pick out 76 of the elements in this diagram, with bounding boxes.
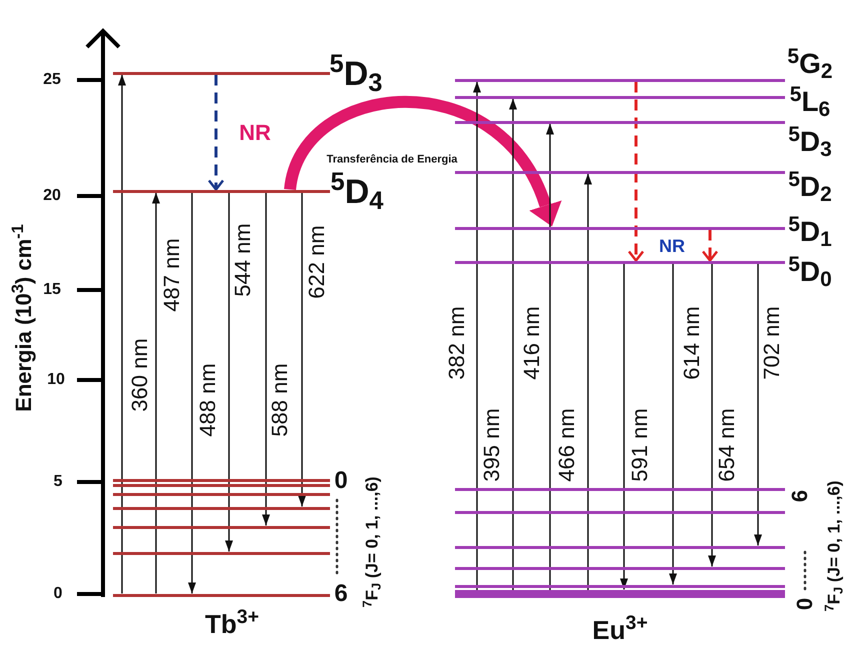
- transition-arrow: [754, 264, 762, 546]
- edge-label: 416 nm: [521, 306, 543, 380]
- tick-label: 10: [47, 372, 65, 388]
- dashed-arrow: [702, 230, 718, 262]
- level-label: $^{5}$D$_{4}$: [330, 175, 384, 209]
- transition-arrow: [669, 264, 677, 584]
- energy-level-line: [455, 488, 785, 490]
- level-label: $^{5}$L$_{6}$: [790, 88, 830, 116]
- edge-label: 588 nm: [269, 363, 291, 437]
- tick-label: 15: [43, 282, 61, 298]
- ion-label: Tb$^{3+}$: [205, 611, 259, 637]
- transition-arrow: [509, 98, 517, 592]
- transition-arrow: [708, 264, 716, 566]
- transition-arrow: [620, 264, 628, 590]
- edge-label: 488 nm: [197, 363, 219, 437]
- edge-label: 614 nm: [681, 306, 703, 380]
- edge-label: 487 nm: [161, 238, 183, 312]
- level-label: 6: [789, 490, 811, 502]
- energy-level-line: [113, 526, 330, 528]
- dashed-arrow: [628, 82, 644, 262]
- tick-label: 5: [54, 474, 62, 490]
- level-label: $^{5}$D$_{0}$: [788, 258, 832, 286]
- energy-level-line: [455, 170, 785, 174]
- edge-label: 360 nm: [129, 338, 151, 412]
- energy-level-line: [113, 190, 330, 192]
- energy-level-line: [455, 226, 785, 230]
- energy-level-line: [455, 566, 785, 570]
- energy-level-line: [455, 590, 785, 592]
- transition-arrow: [118, 74, 126, 594]
- energy-level-line: [113, 72, 330, 74]
- edge-label: NR: [239, 122, 271, 144]
- edge-label: 702 nm: [761, 306, 783, 380]
- edge-label: 591 nm: [629, 408, 651, 482]
- transition-arrow: [584, 174, 592, 592]
- edge-label: NR: [659, 237, 685, 255]
- energy-level-line: [113, 478, 330, 482]
- level-label: 6: [334, 582, 348, 606]
- level-label: 0: [334, 469, 348, 493]
- tick-label: 0: [54, 586, 62, 602]
- edge-label: Transferência de Energia: [326, 154, 458, 166]
- tick-label: 20: [43, 188, 61, 204]
- energy-level-line: [455, 96, 785, 98]
- energy-level-line: [455, 78, 785, 82]
- transition-arrow: [298, 192, 306, 506]
- energy-level-line: [455, 584, 785, 588]
- energy-level-line: [113, 506, 330, 510]
- energy-level-line: [455, 546, 785, 548]
- level-label: $^{5}$D$_{1}$: [788, 218, 832, 246]
- level-label: $^{5}$D$_{3}$: [330, 57, 382, 91]
- transition-arrow: [152, 192, 160, 594]
- edge-label: 654 nm: [716, 408, 738, 482]
- energy-level-line: [455, 260, 785, 264]
- level-label: $^{5}$G$_{2}$: [787, 50, 833, 78]
- energy-level-line: [455, 510, 785, 514]
- transition-arrow: [262, 192, 270, 526]
- energy-level-line: [113, 492, 330, 496]
- transition-arrow: [188, 192, 196, 594]
- tick-label: 25: [43, 72, 61, 88]
- level-label: $^{5}$D$_{2}$: [788, 173, 832, 201]
- energy-level-line: [113, 552, 330, 554]
- dashed-arrow: [208, 74, 224, 191]
- energy-level-line: [455, 120, 785, 124]
- transition-arrow: [473, 82, 481, 592]
- edge-label: 466 nm: [556, 408, 578, 482]
- curved-arrow: [284, 96, 562, 226]
- edge-label: 382 nm: [446, 306, 468, 380]
- energy-level-line: [113, 594, 330, 596]
- level-label: $^{5}$D$_{3}$: [788, 128, 832, 156]
- edge-label: 622 nm: [306, 225, 328, 299]
- transition-arrow: [546, 124, 554, 592]
- level-label: 0: [794, 598, 816, 610]
- transition-arrow: [225, 192, 233, 552]
- edge-label: 544 nm: [232, 223, 254, 297]
- edge-label: 395 nm: [481, 408, 503, 482]
- energy-level-line: [113, 484, 330, 486]
- ion-label: Eu$^{3+}$: [592, 617, 648, 643]
